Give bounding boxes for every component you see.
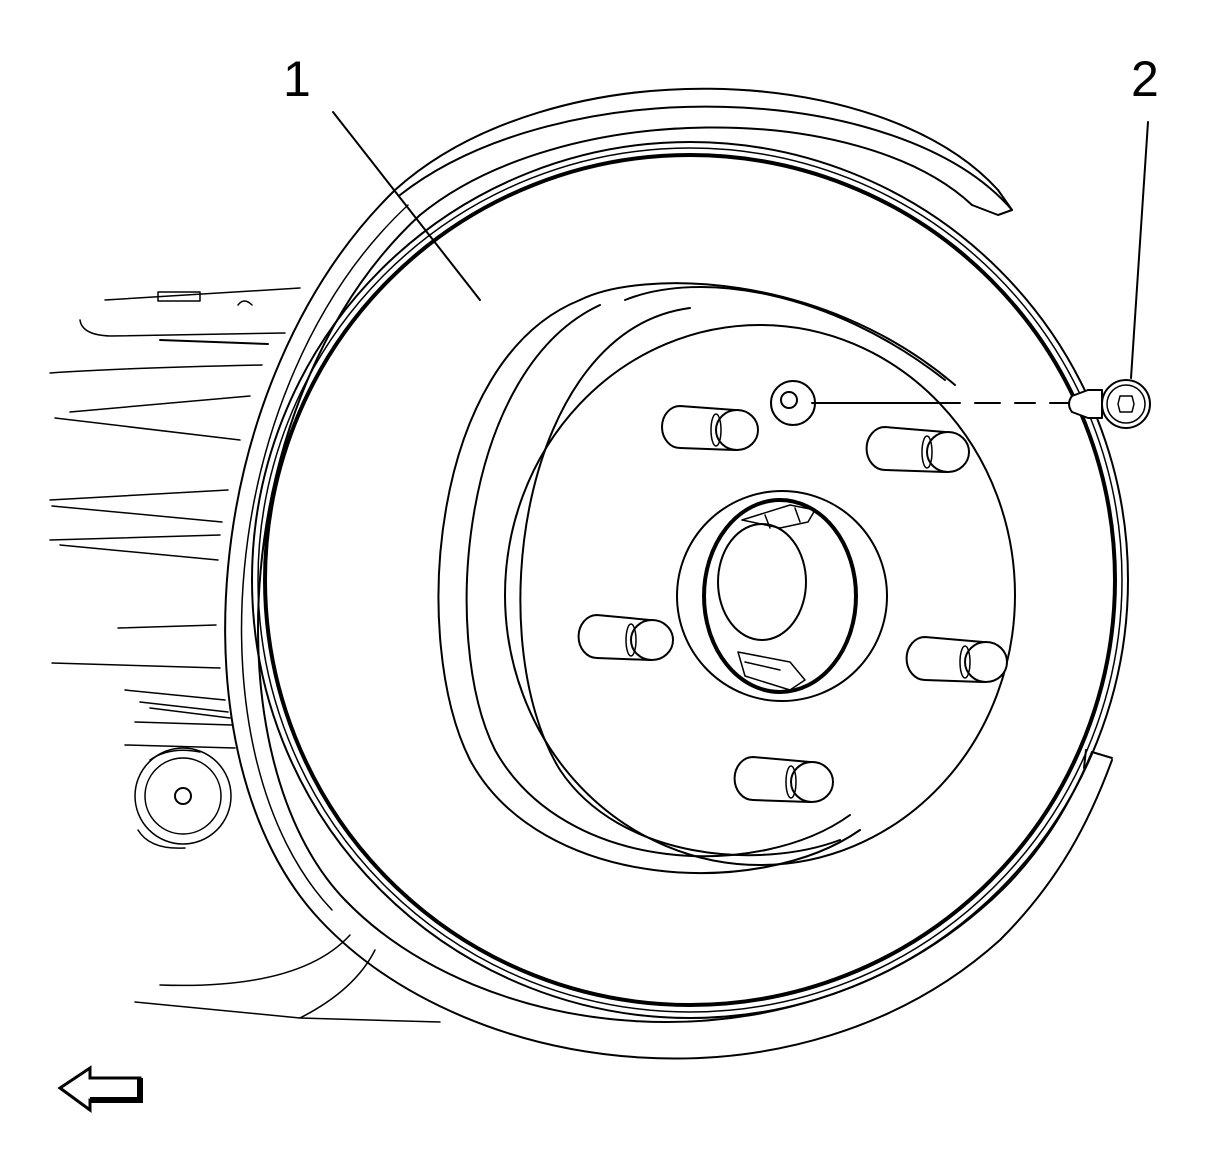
wheel-stud: [733, 756, 834, 803]
callout-2: 2: [1131, 51, 1159, 107]
left-arrow-icon: [57, 1065, 143, 1113]
wheel-stud: [577, 614, 674, 661]
splash-shield: [224, 87, 1113, 1060]
leader-line-2: [1130, 121, 1149, 379]
wheel-stud: [865, 426, 970, 473]
callout-1: 1: [283, 51, 311, 107]
wheel-stud: [905, 636, 1008, 683]
leader-line-1: [332, 111, 481, 301]
wheel-stud: [661, 405, 759, 451]
brake-rotor: [251, 141, 1129, 1019]
rotor-retaining-screw: [811, 379, 1151, 429]
suspension-background: [49, 287, 441, 1023]
wheel-studs: [577, 405, 1008, 803]
